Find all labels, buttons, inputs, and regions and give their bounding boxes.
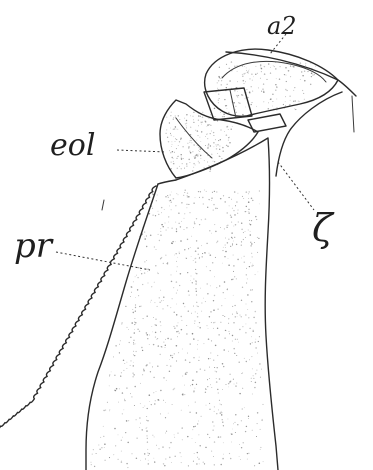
label-zeta: ζ [312, 206, 333, 250]
eye-lobe-outline [160, 100, 258, 178]
leader-pr [56, 252, 150, 270]
label-a2: a2 [267, 12, 297, 40]
label-pr: pr [14, 226, 52, 266]
body-outline-left [86, 184, 158, 470]
label-eol: eol [50, 128, 95, 163]
stalk-vertical-line [352, 96, 354, 132]
small-mark [102, 200, 104, 210]
leader-eol [117, 150, 166, 152]
stipple-shading [91, 61, 316, 468]
leader-zeta [278, 162, 314, 210]
stalk-outline-right [276, 92, 342, 176]
antenna-joint-block [204, 88, 252, 120]
body-outline-top [158, 180, 176, 184]
stalk-outline-upper [226, 52, 356, 96]
antenna-segment-outline [205, 49, 338, 116]
antenna-joint-divider [230, 90, 236, 118]
antenna-segment-inner-line [222, 61, 326, 82]
